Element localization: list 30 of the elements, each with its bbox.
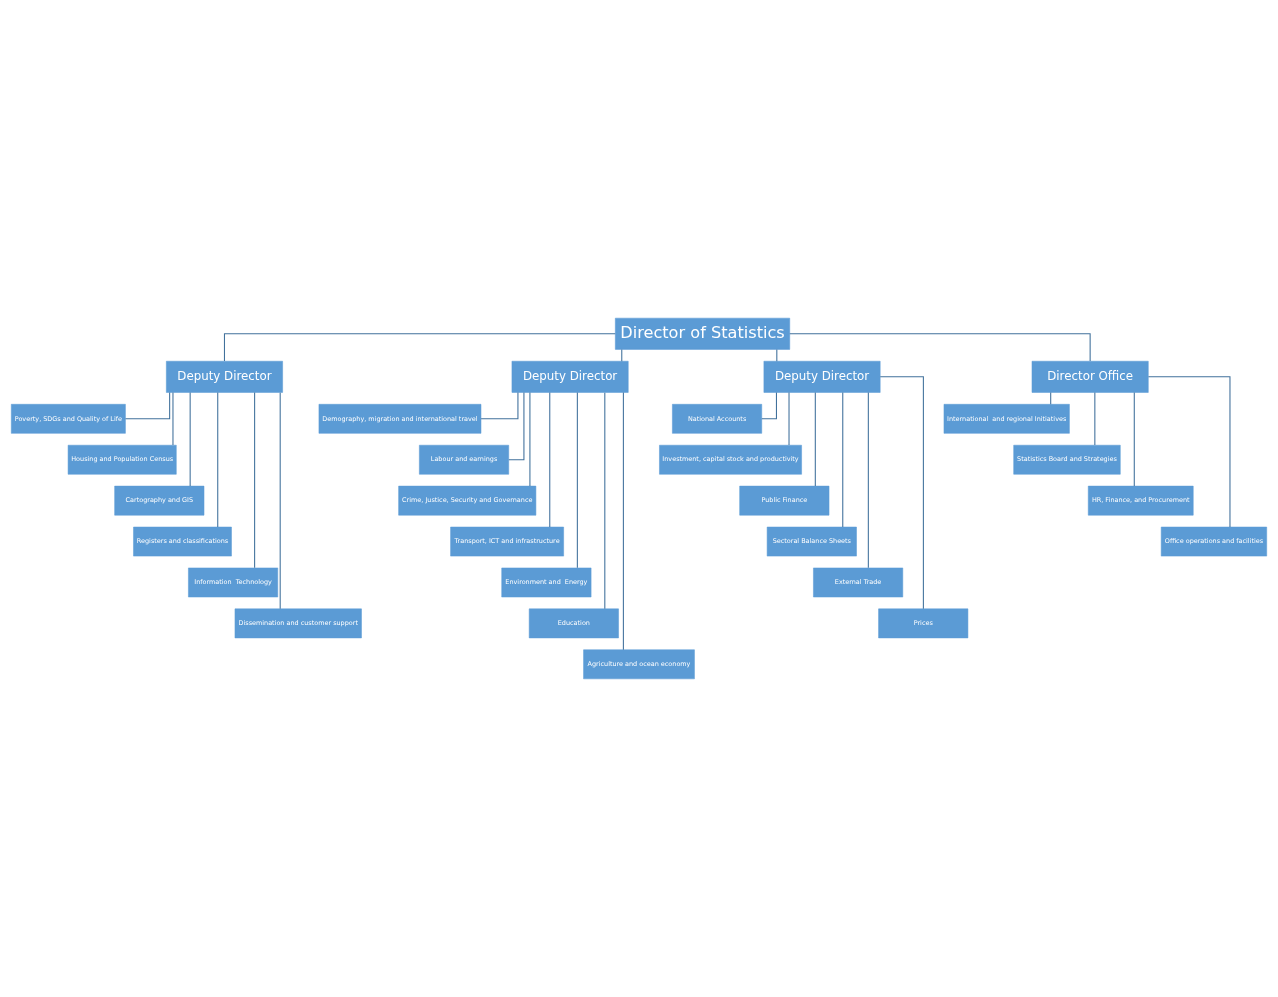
connector (622, 391, 624, 651)
connector (761, 391, 777, 420)
node-box: Director Office (1031, 360, 1149, 393)
connector (1050, 391, 1052, 405)
connector (842, 391, 844, 528)
connector (529, 391, 531, 487)
connector (279, 392, 281, 610)
connector (217, 391, 219, 528)
node-box: Director of Statistics (615, 317, 790, 350)
connector (604, 392, 606, 610)
connector (789, 333, 1091, 362)
connector (576, 391, 578, 569)
connector (788, 392, 790, 446)
connector (549, 391, 551, 528)
connector (223, 333, 616, 362)
connector (480, 391, 519, 420)
connector (189, 391, 191, 487)
connector (1094, 392, 1096, 446)
connector (1133, 391, 1135, 487)
connector (879, 376, 924, 610)
node-box: Deputy Director (763, 360, 881, 393)
connector (814, 391, 816, 487)
connector (254, 391, 256, 569)
connector (508, 392, 525, 461)
connector (1147, 376, 1231, 528)
connector (172, 392, 174, 446)
node-box: Deputy Director (511, 360, 629, 393)
connector (867, 391, 869, 569)
node-box: Deputy Director (166, 360, 283, 393)
connector (124, 391, 171, 420)
